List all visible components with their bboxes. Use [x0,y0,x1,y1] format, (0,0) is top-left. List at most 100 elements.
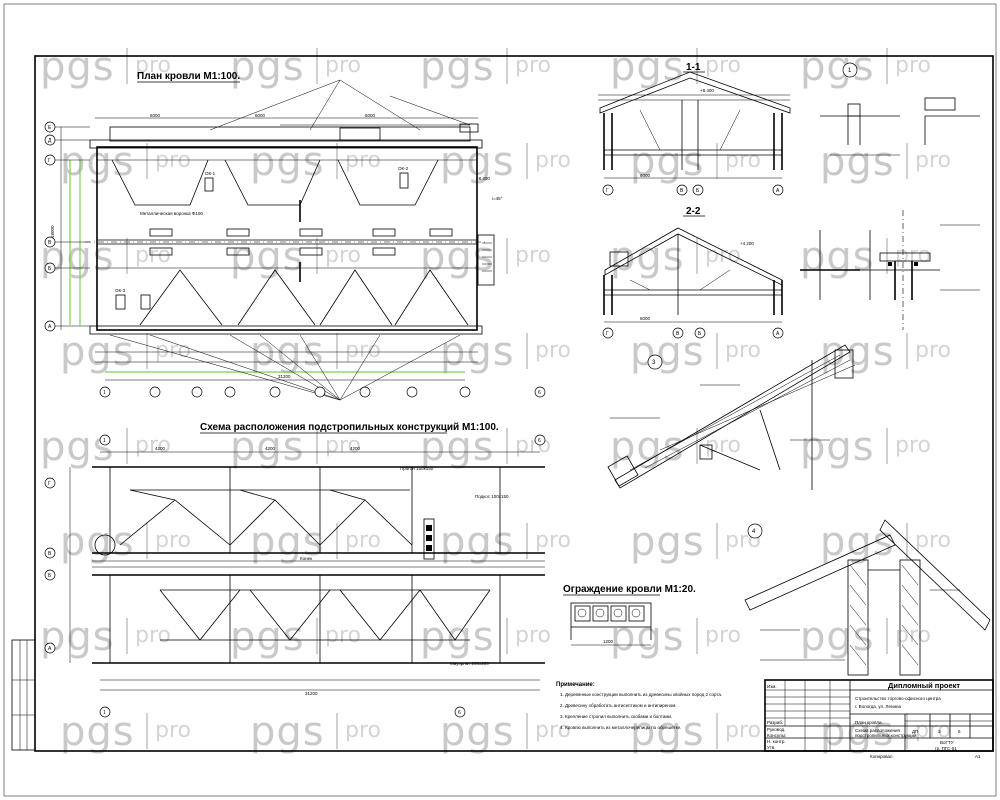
watermark-pgs: pgs [630,329,705,375]
stamp-sheet-name-2: Схема расположения [855,728,901,733]
watermark-pro: pro [155,338,191,363]
watermark-pro: pro [705,243,741,268]
sec22-axis-1-label: В [676,331,680,337]
plan-col-axis-9-bubble [534,386,546,398]
watermark-pro: pro [915,338,951,363]
watermark-pro: pro [345,148,381,173]
plan-col-axis-2-bubble [191,386,203,398]
plan-col-axis-8-bubble [459,386,471,398]
watermark-pgs: pgs [800,44,875,90]
watermark-pgs: pgs [420,424,495,470]
node-2 [800,210,980,330]
watermark-pro: pro [705,433,741,458]
rafter-dim-bay-3: 4200 [350,446,361,451]
stamp-project: Дипломный проект [888,681,960,690]
watermark-pro: pro [895,433,931,458]
rafter-row-axis-1-label: В [48,551,52,557]
rafter-dim-bay-2: 4200 [265,446,276,451]
sec11-axis-2-label: Б [696,188,700,194]
rafter-col-axis-bot-1-bubble [99,706,111,718]
stamp-row-2: Разраб. [767,720,783,725]
rafter-col-axis-top-1-bubble [99,434,111,446]
rafter-row-axis-3-bubble [44,642,56,654]
watermark-pro: pro [915,528,951,553]
sec22-title: 2-2 [686,206,701,217]
stamp-sheet: 3 [938,729,941,734]
node-4: 4 [744,519,991,676]
sec11-mark: +8.400 [700,88,714,93]
plan-col-axis-3-bubble [224,386,236,398]
watermark-pgs: pgs [230,614,305,660]
rafter-row-axis-2-bubble [44,569,56,581]
watermark-pro: pro [895,53,931,78]
plan-ok3: ОК-3 [115,288,126,293]
watermark-pro: pro [535,528,571,553]
stamp-desc2: г. Вологда, ул. Ленина [855,704,901,709]
rafter-col-axis-bot-6-label: 6 [458,710,461,716]
plan-dim-bay-2: 6000 [255,113,266,118]
rafter-purlin: Прогон 150х150 [400,466,434,471]
node1-num: 1 [848,68,852,74]
sec22-axis-3-label: А [776,331,780,337]
watermark-pro: pro [135,53,171,78]
watermark-pro: pro [135,433,171,458]
watermark-pgs: pgs [440,709,515,755]
watermark-pgs: pgs [800,424,875,470]
sec11-axis-2-bubble [692,184,704,196]
watermark-pro: pro [915,718,951,743]
watermark-pgs: pgs [40,424,115,470]
watermark-pgs: pgs [610,234,685,280]
plan-row-axis-1-label: Д [48,138,52,144]
rafter-dim-total: 31200 [305,691,318,696]
plan-mark-top: +8.400 [476,176,490,181]
sec11-title: 1-1 [686,62,701,73]
stamp-sheets: 6 [958,729,961,734]
stamp-row-3: Руковод. [767,727,785,732]
stamp-sheet-name-1: План кровли. [855,720,883,725]
rafter-row-axis-0-label: Г [48,481,51,487]
plan-col-axis-7-bubble [406,386,418,398]
note-line-4: 4. Кровлю выполнить из металлочерепицы п… [560,725,681,730]
watermark-pgs: pgs [610,424,685,470]
watermark-pro: pro [345,718,381,743]
stamp-desc1: Строительство торгово-офисного центра [855,696,941,701]
plan-slope: i=45° [492,196,503,201]
stamp-a1: А1 [975,754,981,759]
watermark-pgs: pgs [630,139,705,185]
watermark-pgs: pgs [40,44,115,90]
outer-frame [3,3,997,797]
watermark-pro: pro [895,243,931,268]
notes-title: Примечание: [556,682,595,688]
watermark-pro: pro [535,338,571,363]
rafter-row-axis-0-bubble [44,477,56,489]
rafter-row-axis-2-label: Б [48,573,52,579]
plan-row-axis-2-label: Г [48,158,51,164]
stamp-row-1: Изм. [767,684,777,689]
inner-frame [34,55,994,752]
rafter-col-axis-bot-1-label: 1 [103,710,106,716]
watermark-pgs: pgs [610,44,685,90]
node4-num: 4 [752,529,756,535]
sec22-axis-2-bubble [694,327,706,339]
stamp-stage: ДП [912,729,918,734]
sec22-axis-2-label: Б [698,331,702,337]
left-side-stamp [11,639,36,751]
watermark-pro: pro [725,148,761,173]
stamp-sheet-name-3: подстропильных конструкций [855,732,917,738]
watermark-pgs: pgs [630,709,705,755]
rafter-col-axis-top-1-label: 1 [103,438,106,444]
watermark-pro: pro [705,623,741,648]
plan-row-axis-4-label: Б [48,266,52,272]
plan-dim-bay-3: 6000 [365,113,376,118]
watermark-pro: pro [535,718,571,743]
watermark-pro: pro [155,528,191,553]
roof-fence-detail: Ограждение кровли М1:20. 1200 [563,584,696,646]
rafter-col-axis-top-6-label: 6 [538,438,541,444]
plan-dim-total: 31200 [278,374,291,379]
watermark-pgs: pgs [820,139,895,185]
note-line-1: 1. Деревянные конструкции выполнить из д… [560,691,722,697]
sec11-axis-1-bubble [676,184,688,196]
sec22-mark: +4.200 [740,241,754,246]
watermark-pgs: pgs [800,234,875,280]
